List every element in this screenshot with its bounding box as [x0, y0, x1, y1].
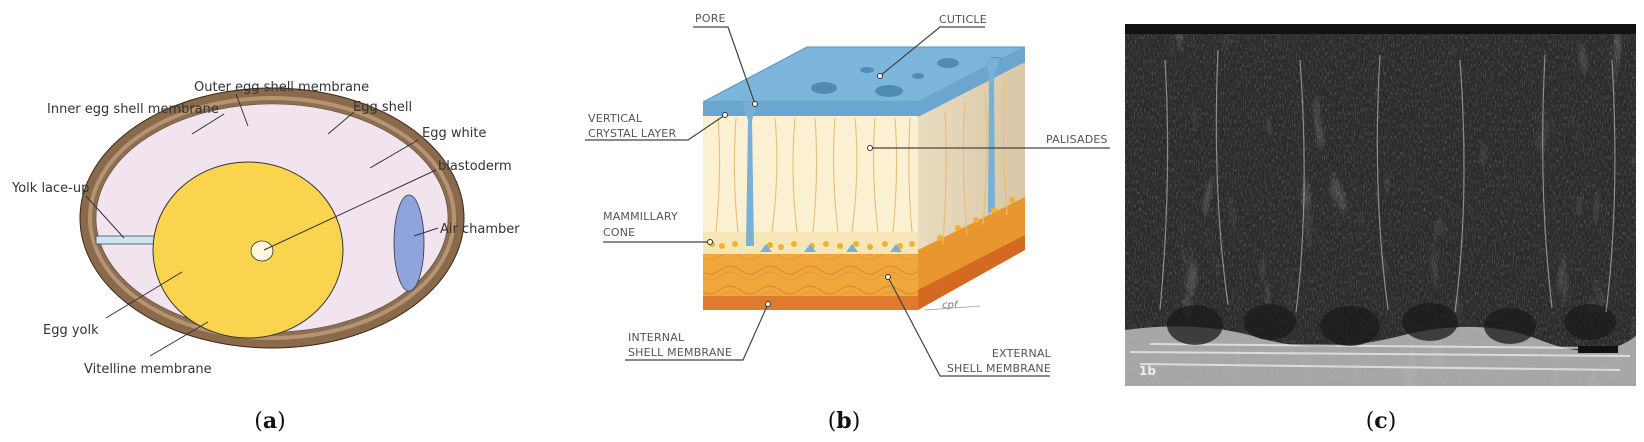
label-vitelline: Vitelline membrane — [84, 362, 212, 377]
palisade-lines — [715, 81, 1008, 245]
signature-underline — [924, 305, 981, 311]
bottom-membrane — [703, 296, 918, 310]
sem-membrane-streaks — [1129, 343, 1631, 371]
leader-blastoderm — [263, 169, 437, 251]
mammillary-layer — [703, 232, 918, 254]
label-vertical-2: CRYSTAL LAYER — [588, 127, 676, 140]
sem-palisade-streaks — [1159, 49, 1616, 313]
leader-egg-shell — [327, 111, 355, 135]
sem-top-edge — [1125, 24, 1636, 34]
leader-egg-white — [369, 139, 419, 169]
label-mammillary-1: MAMMILLARY — [603, 210, 678, 223]
label-internal-2: SHELL MEMBRANE — [628, 346, 732, 359]
label-air-chamber: Air chamber — [440, 222, 520, 237]
leader-yolk-lace-up — [85, 195, 125, 239]
panel-b-shell-block: cpf PORE CUTICLE VERTICAL CRYSTAL LAYER … — [585, 12, 1110, 434]
marker-internal — [765, 301, 771, 307]
marker-pore — [752, 101, 758, 107]
cuticle-layer — [703, 102, 918, 116]
label-internal-1: INTERNAL — [628, 331, 685, 344]
label-outer-membrane: Outer egg shell membrane — [194, 80, 369, 95]
label-external-1: EXTERNAL — [992, 347, 1052, 360]
caption-a: (a) — [254, 408, 285, 434]
yolk-lace-up — [95, 235, 155, 245]
leader-vertical — [585, 114, 726, 141]
leader-outer-membrane — [235, 93, 249, 127]
label-egg-shell: Egg shell — [353, 100, 412, 115]
caption-b: (b) — [828, 408, 861, 434]
pore-hole — [875, 85, 903, 97]
egg-yolk — [152, 161, 344, 339]
panel-a-egg-diagram: Outer egg shell membrane Inner egg shell… — [11, 80, 520, 434]
leader-internal — [625, 303, 769, 361]
marker-palisades — [867, 145, 873, 151]
panel-c-sem-micrograph: 1b (c) — [1125, 24, 1636, 434]
pore-hole — [937, 58, 959, 68]
label-inner-membrane: Inner egg shell membrane — [47, 102, 219, 117]
leader-egg-yolk — [105, 271, 183, 319]
marker-cuticle — [877, 73, 883, 79]
label-palisades: PALISADES — [1046, 133, 1108, 146]
caption-c: (c) — [1366, 408, 1397, 434]
side-bottom — [918, 235, 1025, 310]
sem-mammillary-knobs — [1167, 303, 1616, 346]
pore-hole — [811, 82, 837, 94]
marker-vertical — [722, 112, 728, 118]
label-yolk-lace-up: Yolk lace-up — [11, 181, 89, 196]
side-membrane — [918, 197, 1025, 300]
pore-channel — [984, 58, 1000, 214]
palisade-layer — [703, 116, 918, 254]
sem-panel-label: 1b — [1139, 364, 1156, 378]
label-egg-yolk: Egg yolk — [43, 323, 99, 338]
label-blastoderm: blastoderm — [438, 159, 512, 174]
membrane-fibers — [703, 254, 918, 296]
leader-cuticle — [879, 26, 985, 77]
leader-vitelline — [149, 321, 209, 357]
leader-air-chamber — [413, 227, 439, 237]
pore-hole — [860, 67, 874, 73]
side-cuticle — [918, 47, 1025, 117]
label-egg-white: Egg white — [422, 126, 486, 141]
pore-channel — [742, 102, 758, 246]
pore-hole — [912, 73, 924, 79]
label-cuticle: CUTICLE — [939, 13, 987, 26]
label-mammillary-2: CONE — [603, 226, 635, 239]
leader-external — [887, 276, 1050, 377]
marker-external — [885, 274, 891, 280]
label-external-2: SHELL MEMBRANE — [947, 362, 1051, 375]
blastoderm — [250, 240, 274, 262]
marker-mammillary — [707, 239, 713, 245]
leader-inner-membrane — [191, 113, 225, 135]
mammillary-blue-tips — [760, 244, 902, 252]
label-vertical-1: VERTICAL — [588, 112, 643, 125]
scale-bar — [1578, 346, 1618, 353]
leader-pore — [693, 26, 756, 105]
artist-signature: cpf — [942, 300, 959, 311]
label-pore: PORE — [695, 12, 726, 25]
mammillary-cones — [709, 197, 1015, 250]
air-chamber — [393, 194, 425, 292]
